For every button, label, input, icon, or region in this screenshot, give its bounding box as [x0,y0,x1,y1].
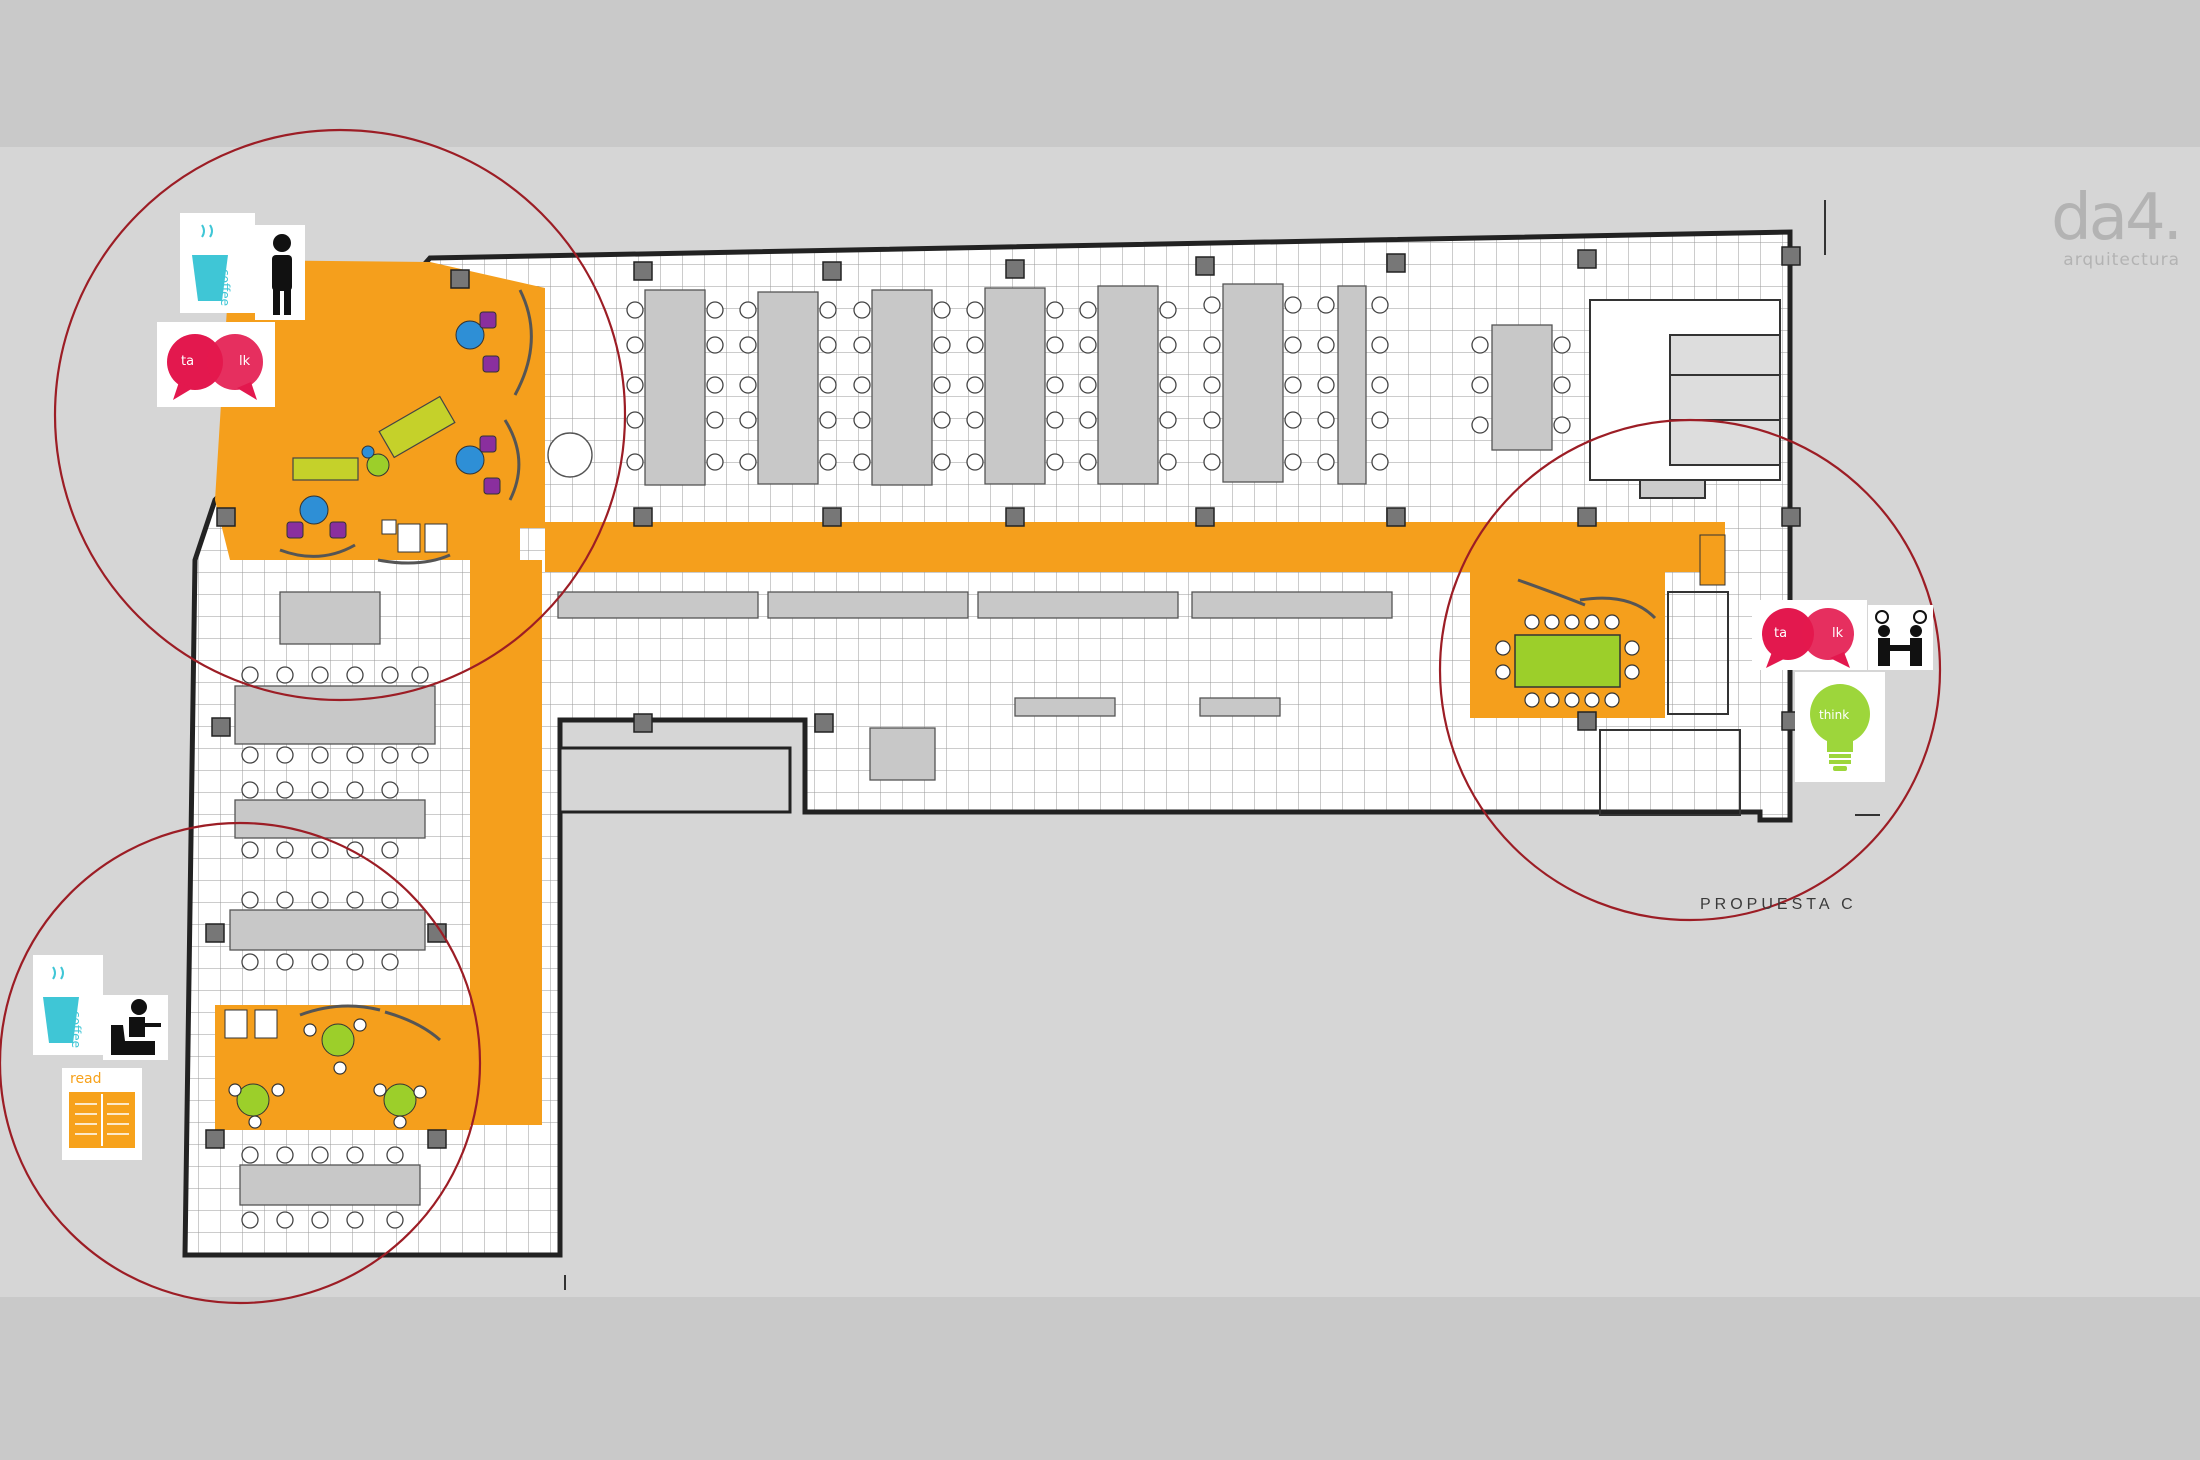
lounge-top-left [279,289,593,565]
think-card: think [1795,672,1885,782]
workstations-left [229,591,436,1229]
brand-name: da4. [2051,181,2183,255]
think-label: think [1819,708,1850,722]
dimension-lines [564,200,1880,1290]
office-chairs [626,296,1571,471]
talk-bubbles-icon [167,334,263,400]
book-icon [69,1092,135,1148]
coffee-icon [192,224,228,301]
lightbulb-icon [1810,684,1870,771]
right-rooms [1599,591,1741,816]
read-label: read [70,1071,102,1087]
coffee-card-bottom: coffee [33,955,103,1055]
talk-label-right: lk [1832,626,1844,641]
zone-circles [0,128,1942,1305]
talk-bubbles-icon [1762,608,1854,668]
talk-label-right: lk [239,354,251,369]
talk-card-right: ta lk [1752,600,1867,670]
columns [205,246,1801,1149]
brand-logo: da4. arquitectura [2020,181,2183,270]
talk-card-top: ta lk [157,322,275,407]
coffee-card-top: coffee [180,213,255,313]
coffee-label: coffee [69,1011,83,1048]
building-floor [182,229,1793,1258]
person-armchair-icon [111,999,161,1055]
coffee-label: coffee [218,269,232,306]
plan-caption: PROPUESTA C [1700,896,1857,913]
zone-circle-bottom-left [0,821,482,1305]
zone-circle-top-left [53,128,627,702]
read-card: read [62,1068,142,1160]
brand-subtitle: arquitectura [2063,250,2180,270]
person-standing-icon [272,234,292,315]
talk-label-left: ta [1774,626,1788,641]
handshake-icon [1875,610,1927,666]
lounge-bottom-left [224,1004,442,1129]
workstations-top [626,283,1571,486]
coffee-icon [43,966,79,1043]
handshake-card [1868,605,1933,670]
workstations-mid [557,591,1393,781]
top-right-rooms [1589,299,1781,499]
meeting-area [1495,534,1726,708]
reading-chair-card [103,995,168,1060]
person-card-top [255,225,305,320]
talk-label-left: ta [181,354,195,369]
zone-circle-right [1438,418,1942,922]
courtyard-void [558,746,792,814]
